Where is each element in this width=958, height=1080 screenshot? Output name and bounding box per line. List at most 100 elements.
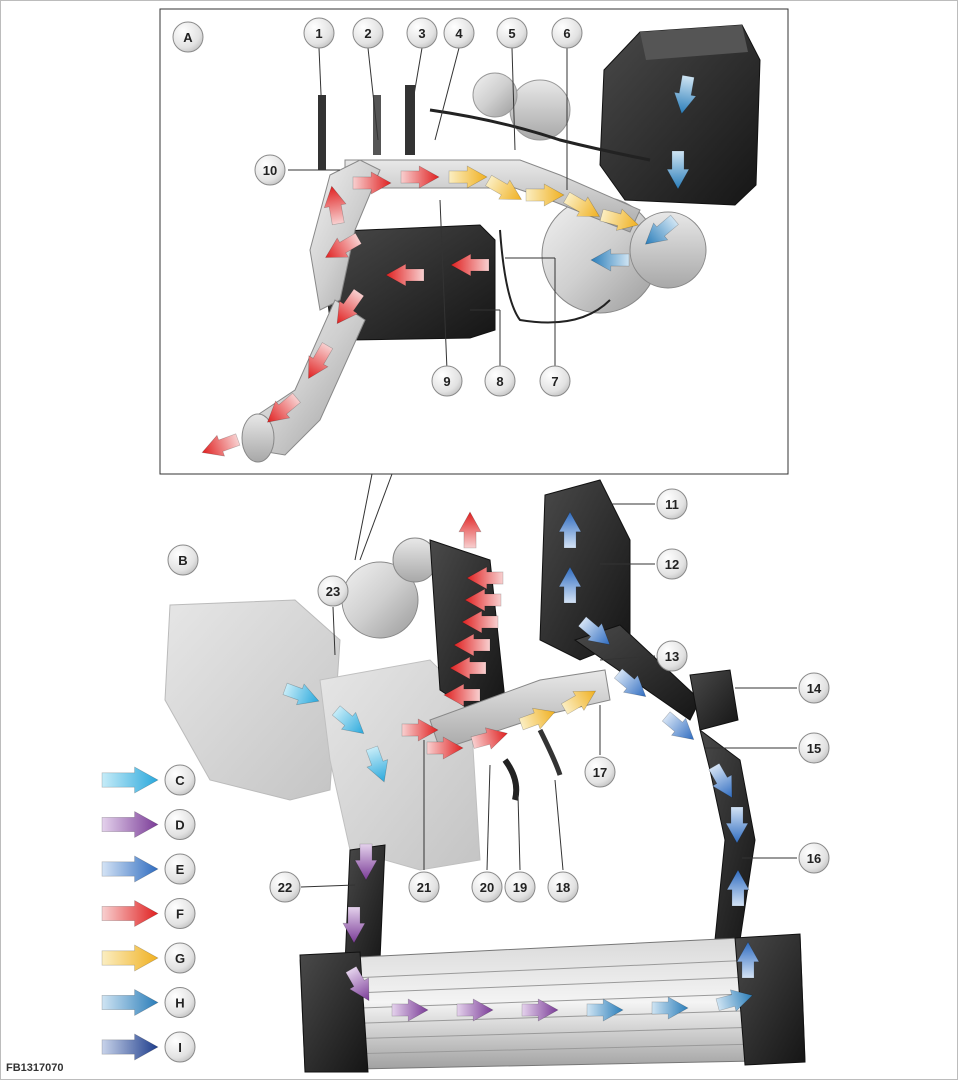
legend-arrow <box>101 944 159 972</box>
svg-text:20: 20 <box>480 880 494 895</box>
legend-label: F <box>176 907 184 922</box>
svg-text:21: 21 <box>417 880 431 895</box>
exhaust-flow-arrow <box>461 610 499 634</box>
legend-label: C <box>175 773 185 788</box>
intercooler-fins <box>304 957 801 1056</box>
intake-flow-arrow <box>331 705 365 734</box>
callout-10: 10 <box>254 154 286 186</box>
callout-11: 11 <box>656 488 688 520</box>
svg-text:8: 8 <box>496 374 503 389</box>
charge-flow-arrow <box>736 941 760 979</box>
turbo-inlet <box>509 79 571 141</box>
legend-item-h: H <box>101 987 196 1018</box>
compressed-flow-arrow <box>521 998 559 1022</box>
charge-flow-arrow <box>577 616 611 645</box>
charge-flow-arrow <box>613 668 647 697</box>
exhaust-flow-arrow <box>449 656 487 680</box>
callout-16: 16 <box>798 842 830 874</box>
compressed-flow-arrow <box>342 906 366 944</box>
legend-label: H <box>175 996 184 1011</box>
leader-lines <box>288 47 797 888</box>
callout-20: 20 <box>471 871 503 903</box>
exhaust-flow-arrow <box>453 633 491 657</box>
legend-arrow <box>101 1033 159 1061</box>
legend-item-d: D <box>101 809 196 840</box>
exhaust-flow-arrow <box>426 736 464 760</box>
leader-line <box>517 794 521 871</box>
svg-text:4: 4 <box>455 26 463 41</box>
callout-15: 15 <box>798 732 830 764</box>
mixed-flow-arrow <box>644 214 679 245</box>
compressor-housing <box>629 211 707 289</box>
svg-text:B: B <box>178 553 187 568</box>
legend-arrow <box>101 988 159 1017</box>
exhaust-flow-arrow <box>323 185 347 226</box>
svg-text:3: 3 <box>418 26 425 41</box>
legend-arrow <box>101 810 159 839</box>
charge-flow-arrow <box>558 566 582 604</box>
legend-label: I <box>178 1040 182 1055</box>
callout-12: 12 <box>656 548 688 580</box>
callout-2: 2 <box>352 17 384 49</box>
exhaust-flange <box>241 413 275 463</box>
mixed-flow-arrow <box>586 998 624 1022</box>
svg-text:1: 1 <box>315 26 322 41</box>
charge-flow-arrow <box>558 511 582 549</box>
callout-13: 13 <box>656 640 688 672</box>
legend-marker <box>164 764 196 796</box>
leader-line <box>554 779 564 871</box>
egr-flow-arrow <box>560 690 597 715</box>
egr-flow-arrow <box>563 191 600 217</box>
exhaust-manifold <box>309 159 381 311</box>
svg-text:9: 9 <box>443 374 450 389</box>
exhaust-flow-arrow <box>325 232 362 258</box>
legend-marker <box>164 942 196 974</box>
svg-text:16: 16 <box>807 851 821 866</box>
callout-17: 17 <box>584 756 616 788</box>
sensor-2 <box>373 95 381 155</box>
callout-22: 22 <box>269 871 301 903</box>
sensor-wire <box>429 108 651 162</box>
charge-flow-arrow <box>661 711 695 740</box>
leader-line <box>367 47 379 141</box>
leader-line <box>332 606 336 656</box>
egr-flow-arrow <box>599 208 639 231</box>
svg-text:5: 5 <box>508 26 515 41</box>
svg-text:A: A <box>183 30 193 45</box>
legend-marker <box>164 1031 196 1063</box>
callout-9: 9 <box>431 365 463 397</box>
sensor-wire <box>499 229 611 324</box>
callout-5: 5 <box>496 17 528 49</box>
coolant-hose <box>502 758 520 801</box>
leader-line <box>439 199 448 371</box>
compressed-flow-arrow <box>354 843 378 881</box>
air-filter-box <box>599 24 761 206</box>
legend-label: D <box>175 818 184 833</box>
intercooler-tank-left <box>299 951 369 1073</box>
view-b-label: B <box>167 544 199 576</box>
callout-1: 1 <box>303 17 335 49</box>
legend-marker <box>164 809 196 840</box>
compressed-flow-arrow <box>345 965 370 1002</box>
svg-text:6: 6 <box>563 26 570 41</box>
svg-text:11: 11 <box>665 497 679 512</box>
mixed-flow-arrow <box>673 74 697 115</box>
legend-marker <box>164 898 196 929</box>
leader-line <box>434 47 460 141</box>
exhaust-flow-arrow <box>201 433 241 457</box>
svg-text:2: 2 <box>364 26 371 41</box>
egr-flow-arrow <box>518 707 556 731</box>
callout-21: 21 <box>408 871 440 903</box>
detail-connector-line <box>359 473 393 561</box>
callout-6: 6 <box>551 17 583 49</box>
leader-line <box>407 47 423 131</box>
callout-19: 19 <box>504 871 536 903</box>
view-a-label: A <box>172 21 204 53</box>
leader-line <box>318 47 324 141</box>
engine-block-ghost <box>319 659 481 871</box>
exhaust-flow-arrow <box>466 566 504 590</box>
legend-item-g: G <box>101 942 196 974</box>
svg-text:22: 22 <box>278 880 292 895</box>
